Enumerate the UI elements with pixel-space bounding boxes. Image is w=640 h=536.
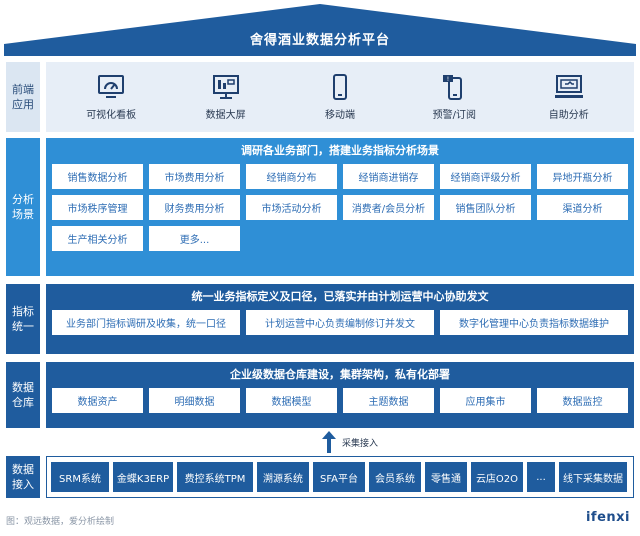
arrow-up-icon xyxy=(322,431,336,453)
frontend-layer-label: 前端应用 xyxy=(6,62,40,132)
frontend-item-label: 自助分析 xyxy=(548,109,589,121)
svg-text:!: ! xyxy=(447,76,449,83)
metrics-layer-label: 指标统一 xyxy=(6,284,40,354)
analysis-chip: 财务费用分析 xyxy=(149,195,240,220)
analysis-chip: 经销商分布 xyxy=(246,164,337,189)
analysis-chip: 消费者/会员分析 xyxy=(343,195,434,220)
analysis-chip: 经销商进销存 xyxy=(343,164,434,189)
warehouse-chip: 主题数据 xyxy=(343,388,434,413)
warehouse-layer: 企业级数据仓库建设，集群架构，私有化部署 数据资产 明细数据 数据模型 主题数据… xyxy=(46,362,634,428)
frontend-item-label: 移动端 xyxy=(324,109,355,121)
source-chip: 会员系统 xyxy=(369,462,421,492)
collect-arrow: 采集接入 xyxy=(322,430,378,454)
dashboard-icon xyxy=(98,74,125,98)
analysis-chip-more: 更多... xyxy=(149,226,240,251)
sources-layer-label: 数据接入 xyxy=(6,456,40,498)
metrics-layer: 统一业务指标定义及口径，已落实并由计划运营中心协助发文 业务部门指标调研及收集，… xyxy=(46,284,634,354)
analysis-heading: 调研各业务部门，搭建业务指标分析场景 xyxy=(241,144,439,157)
metrics-chip: 数字化管理中心负责指标数据维护 xyxy=(440,310,628,335)
alert-subscribe-icon: ! xyxy=(443,74,463,100)
frontend-item-label: 数据大屏 xyxy=(205,109,246,121)
source-note: 图：观远数据，爱分析绘制 xyxy=(6,517,115,527)
analysis-layer: 调研各业务部门，搭建业务指标分析场景 销售数据分析 市场费用分析 经销商分布 经… xyxy=(46,138,634,276)
frontend-item-big-screen: 数据大屏 xyxy=(181,74,271,121)
source-chip: SFA平台 xyxy=(313,462,365,492)
analysis-chip: 市场活动分析 xyxy=(246,195,337,220)
analysis-chip: 市场秩序管理 xyxy=(52,195,143,220)
brand-logo: ifenxi xyxy=(585,510,630,525)
warehouse-chip: 数据资产 xyxy=(52,388,143,413)
frontend-item-label: 可视化看板 xyxy=(86,109,137,121)
metrics-chip: 计划运营中心负责编制修订并发文 xyxy=(246,310,434,335)
analysis-chip: 异地开瓶分析 xyxy=(537,164,628,189)
collect-label: 采集接入 xyxy=(342,438,379,449)
source-chip: 零售通 xyxy=(425,462,467,492)
frontend-item-mobile: 移动端 xyxy=(295,73,385,121)
source-chip: 溯源系统 xyxy=(257,462,309,492)
warehouse-grid: 数据资产 明细数据 数据模型 主题数据 应用集市 数据监控 xyxy=(52,388,628,413)
analysis-chip: 销售团队分析 xyxy=(440,195,531,220)
analysis-grid: 销售数据分析 市场费用分析 经销商分布 经销商进销存 经销商评级分析 异地开瓶分… xyxy=(52,164,628,251)
frontend-item-label: 预警/订阅 xyxy=(432,109,477,121)
mobile-icon xyxy=(332,73,347,100)
source-chip: SRM系统 xyxy=(51,462,109,492)
analysis-chip: 市场费用分析 xyxy=(149,164,240,189)
frontend-item-alert: ! 预警/订阅 xyxy=(409,74,499,121)
analysis-chip: 销售数据分析 xyxy=(52,164,143,189)
frontend-layer: 可视化看板 数据大屏 移动端 ! 预警/订阅 xyxy=(46,62,634,132)
self-service-analysis-icon xyxy=(554,74,583,98)
roof-banner xyxy=(4,4,636,56)
metrics-grid: 业务部门指标调研及收集，统一口径 计划运营中心负责编制修订并发文 数字化管理中心… xyxy=(52,310,628,335)
frontend-item-self-service: 自助分析 xyxy=(524,74,614,121)
analysis-layer-label: 分析场景 xyxy=(6,138,40,276)
metrics-chip: 业务部门指标调研及收集，统一口径 xyxy=(52,310,240,335)
warehouse-chip: 明细数据 xyxy=(149,388,240,413)
source-chip-more: ... xyxy=(527,462,555,492)
analysis-chip: 生产相关分析 xyxy=(52,226,143,251)
platform-title: 舍得酒业数据分析平台 xyxy=(249,33,390,48)
source-chip: 费控系统TPM xyxy=(177,462,253,492)
source-chip: 线下采集数据 xyxy=(559,462,627,492)
metrics-heading: 统一业务指标定义及口径，已落实并由计划运营中心协助发文 xyxy=(191,290,489,303)
warehouse-chip: 数据模型 xyxy=(246,388,337,413)
warehouse-layer-label: 数据仓库 xyxy=(6,362,40,428)
source-chip: 金蝶K3ERP xyxy=(113,462,173,492)
warehouse-chip: 数据监控 xyxy=(537,388,628,413)
source-chip: 云店O2O xyxy=(471,462,523,492)
analysis-chip: 渠道分析 xyxy=(537,195,628,220)
sources-layer: SRM系统 金蝶K3ERP 费控系统TPM 溯源系统 SFA平台 会员系统 零售… xyxy=(46,456,634,498)
warehouse-chip: 应用集市 xyxy=(440,388,531,413)
frontend-item-dashboard: 可视化看板 xyxy=(66,74,156,121)
warehouse-heading: 企业级数据仓库建设，集群架构，私有化部署 xyxy=(230,368,450,381)
big-screen-icon xyxy=(212,74,239,99)
analysis-chip: 经销商评级分析 xyxy=(440,164,531,189)
